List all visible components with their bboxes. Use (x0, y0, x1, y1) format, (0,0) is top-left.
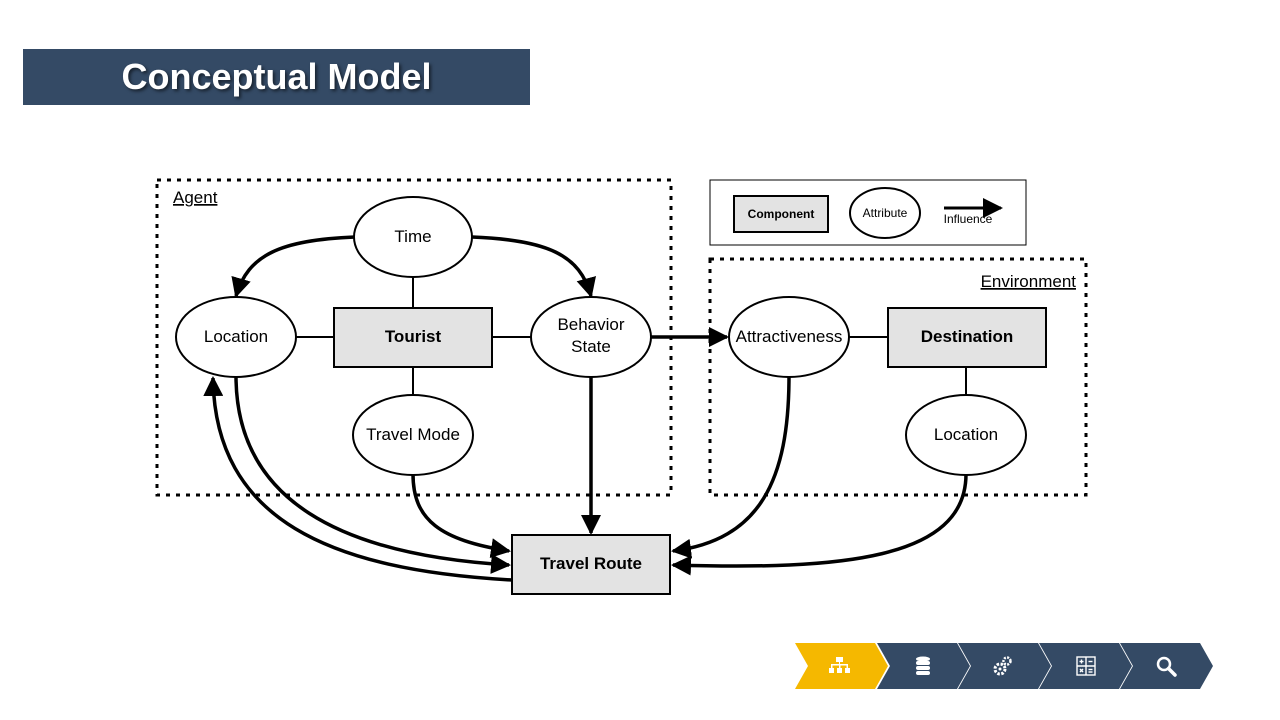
environment-group-label: Environment (981, 272, 1077, 291)
agent-location-attribute (175, 296, 297, 378)
env-location-label: Location (934, 425, 998, 444)
arrow-envlocation-to-route (671, 473, 968, 576)
arrow-time-to-location (231, 235, 356, 298)
behavior-state-label-line2: State (571, 337, 611, 356)
arrow-attractiveness-to-route (671, 375, 791, 559)
agent-group-label: Agent (173, 188, 218, 207)
travel-route-label: Travel Route (540, 554, 642, 573)
behavior-state-attribute (530, 296, 652, 378)
arrow-time-to-behavior (471, 235, 596, 298)
arrow-location-to-route (234, 375, 511, 574)
travel-route-component (511, 534, 671, 595)
page-title: Conceptual Model (121, 56, 432, 97)
legend-attribute-label: Attribute (863, 206, 908, 220)
nav-step-database[interactable] (877, 643, 970, 689)
magnifier-icon (1156, 656, 1177, 677)
destination-label: Destination (921, 327, 1014, 346)
tourist-label: Tourist (385, 327, 442, 346)
time-label: Time (394, 227, 431, 246)
env-location-attribute (905, 394, 1027, 476)
time-attribute (353, 196, 473, 278)
attractiveness-label: Attractiveness (736, 327, 843, 346)
nav-step-gears[interactable] (958, 643, 1051, 689)
gears-icon (993, 656, 1012, 676)
nav-steps (795, 643, 1213, 689)
travel-mode-attribute (352, 394, 474, 476)
legend-component-label: Component (748, 207, 815, 221)
legend-component-swatch (733, 195, 829, 233)
title-banner: Conceptual Model (23, 49, 530, 105)
legend-attribute-swatch (849, 187, 921, 239)
behavior-state-label-line1: Behavior (557, 315, 624, 334)
environment-group-box (708, 257, 1088, 497)
nav-step-hierarchy[interactable] (795, 643, 888, 689)
database-icon (916, 656, 930, 675)
calculator-icon (1076, 656, 1096, 676)
travel-mode-label: Travel Mode (366, 425, 460, 444)
legend-influence-label: Influence (944, 212, 993, 226)
destination-component (887, 307, 1047, 368)
attractiveness-attribute (728, 296, 850, 378)
tourist-component (333, 307, 493, 368)
nav-step-calculator[interactable] (1039, 643, 1132, 689)
agent-location-label: Location (204, 327, 268, 346)
hierarchy-icon (829, 657, 850, 673)
arrow-travelmode-to-route (411, 473, 511, 559)
nav-step-search[interactable] (1120, 643, 1213, 689)
arrow-route-to-location (203, 376, 513, 582)
